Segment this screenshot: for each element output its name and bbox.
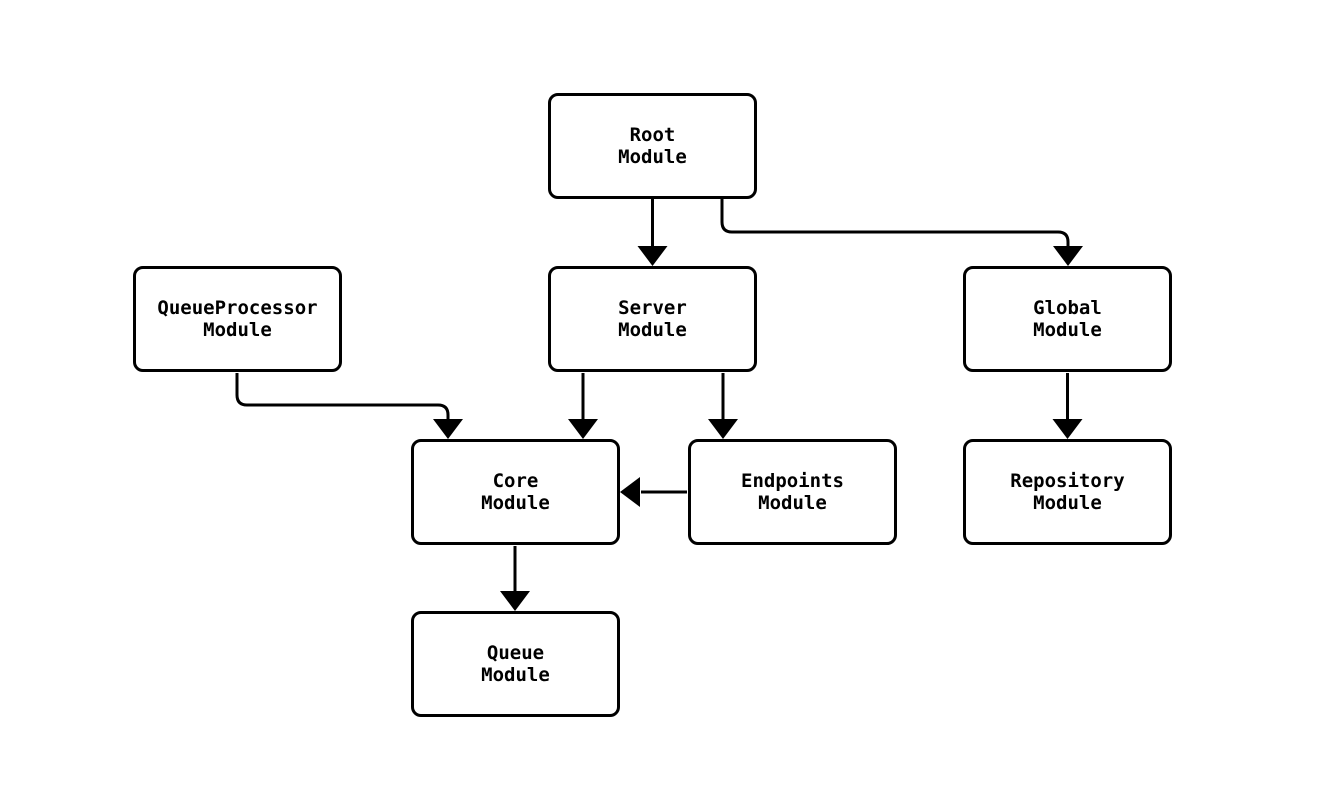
node-label-line2: Module	[481, 664, 550, 686]
arrowhead-down-icon	[568, 419, 598, 439]
arrowhead-down-icon	[637, 246, 668, 266]
edge-server-to-endpoints	[708, 373, 738, 439]
node-label-line1: Server	[618, 297, 687, 319]
node-queueprocessor-module: QueueProcessor Module	[133, 266, 342, 372]
arrowhead-left-icon	[620, 477, 640, 507]
edge-root-to-global	[720, 199, 1083, 266]
node-endpoints-module: Endpoints Module	[688, 439, 897, 545]
arrowhead-down-icon	[433, 419, 463, 439]
arrowhead-down-icon	[1053, 246, 1083, 266]
edge-root-to-server	[637, 199, 668, 266]
node-label-line2: Module	[481, 492, 550, 514]
node-label-line2: Module	[1033, 319, 1102, 341]
edge-queueprocessor-to-core	[235, 373, 463, 439]
node-label-line1: Endpoints	[741, 470, 844, 492]
arrowhead-down-icon	[1052, 419, 1083, 439]
node-label-line1: Core	[492, 470, 539, 492]
arrowhead-down-icon	[708, 419, 738, 439]
node-global-module: Global Module	[963, 266, 1172, 372]
arrowhead-down-icon	[500, 591, 530, 611]
node-repository-module: Repository Module	[963, 439, 1172, 545]
node-label-line1: Root	[629, 124, 676, 146]
node-label-line2: Module	[203, 319, 272, 341]
node-server-module: Server Module	[548, 266, 757, 372]
node-label-line2: Module	[758, 492, 827, 514]
node-core-module: Core Module	[411, 439, 620, 545]
edge-server-to-core	[568, 373, 598, 439]
edge-global-to-repository	[1052, 373, 1083, 439]
node-label-line2: Module	[1033, 492, 1102, 514]
node-label-line1: Queue	[486, 642, 545, 664]
node-label-line1: Global	[1033, 297, 1102, 319]
node-queue-module: Queue Module	[411, 611, 620, 717]
node-label-line2: Module	[618, 319, 687, 341]
node-label-line1: Repository	[1010, 470, 1125, 492]
node-label-line1: QueueProcessor	[157, 297, 318, 319]
edge-endpoints-to-core	[620, 477, 687, 507]
node-root-module: Root Module	[548, 93, 757, 199]
edge-core-to-queue	[500, 546, 530, 611]
node-label-line2: Module	[618, 146, 687, 168]
